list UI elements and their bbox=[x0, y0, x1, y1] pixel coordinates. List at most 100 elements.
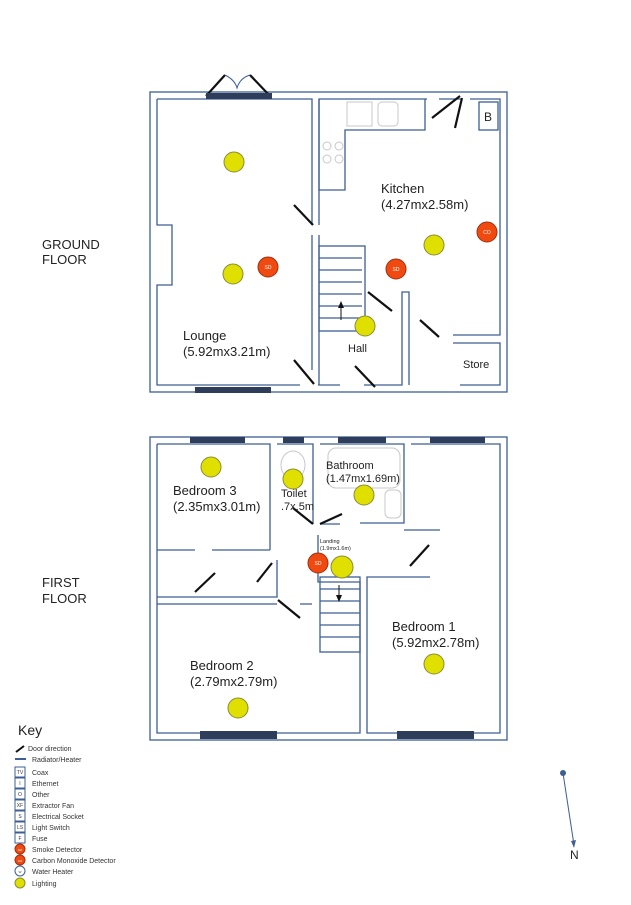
light bbox=[423, 653, 445, 675]
key-symbol: F bbox=[18, 836, 21, 842]
door-bedroom2 bbox=[277, 599, 301, 619]
light bbox=[222, 263, 244, 285]
key-item-label: Water Heater bbox=[32, 869, 74, 876]
lounge-size: (5.92mx3.21m) bbox=[183, 344, 270, 359]
key-item-label: Coax bbox=[32, 770, 49, 777]
first-stairs bbox=[319, 576, 361, 653]
key-symbol: SD bbox=[18, 848, 23, 852]
radiator bbox=[397, 731, 474, 739]
radiator bbox=[338, 437, 386, 443]
boiler-label: B bbox=[484, 110, 492, 124]
light bbox=[200, 456, 222, 478]
ground-outer-wall bbox=[149, 91, 508, 393]
light bbox=[282, 468, 304, 490]
smoke-detector bbox=[385, 258, 407, 280]
radiator bbox=[283, 437, 304, 443]
hall-name: Hall bbox=[348, 343, 367, 355]
light bbox=[330, 555, 354, 579]
light bbox=[227, 697, 249, 719]
radiator bbox=[190, 437, 245, 443]
radiator bbox=[430, 437, 485, 443]
bedroom2-name: Bedroom 2 bbox=[190, 658, 254, 673]
bathroom-name: Bathroom bbox=[326, 460, 374, 472]
back-door bbox=[431, 95, 461, 119]
bedroom3-name: Bedroom 3 bbox=[173, 483, 237, 498]
patio-door-left bbox=[205, 74, 226, 97]
smoke-detector-label: SD bbox=[265, 265, 272, 271]
key-symbol: W bbox=[19, 870, 22, 874]
first-floor-label-2: FLOOR bbox=[42, 591, 87, 606]
kitchen-counter bbox=[318, 99, 426, 191]
key-symbol: CO bbox=[18, 859, 23, 863]
ground-floor-plan: B Lounge (5.92mx3.21m) Kitchen (4.27mx2.… bbox=[149, 74, 508, 393]
key-item-label: Radiator/Heater bbox=[32, 757, 82, 764]
key-symbol: I bbox=[19, 781, 20, 787]
patio-door-right bbox=[249, 74, 271, 97]
north-label: N bbox=[570, 848, 579, 862]
co-detector-label: CO bbox=[483, 230, 491, 236]
key-item-label: Lighting bbox=[32, 881, 57, 888]
basin bbox=[384, 489, 402, 519]
bedroom1-name: Bedroom 1 bbox=[392, 619, 456, 634]
ground-floor-label-2: FLOOR bbox=[42, 252, 87, 267]
boiler-box bbox=[478, 101, 499, 131]
door-cupboard bbox=[194, 572, 216, 593]
hob bbox=[322, 141, 344, 164]
door-toilet bbox=[292, 507, 314, 525]
light bbox=[353, 484, 375, 506]
bedroom1-size: (5.92mx2.78m) bbox=[392, 635, 479, 650]
first-floor-plan: Bedroom 3 (2.35mx3.01m) Toilet .7x.5m Ba… bbox=[149, 436, 508, 741]
first-outer-wall bbox=[149, 436, 508, 741]
landing-name: Landing bbox=[320, 539, 340, 545]
sink bbox=[377, 101, 399, 127]
lounge-name: Lounge bbox=[183, 328, 226, 343]
drainer bbox=[346, 101, 373, 127]
patio-door-arc bbox=[224, 74, 251, 90]
back-door-2 bbox=[453, 97, 464, 129]
key-title: Key bbox=[18, 722, 42, 738]
light bbox=[354, 315, 376, 337]
bedroom3-size: (2.35mx3.01m) bbox=[173, 499, 260, 514]
light bbox=[223, 151, 245, 173]
first-floor-label: FIRST bbox=[42, 575, 80, 590]
door-lounge-hall bbox=[293, 359, 315, 385]
radiator-lounge-top bbox=[206, 93, 272, 99]
store-name: Store bbox=[463, 359, 489, 371]
key-item-label: Smoke Detector bbox=[32, 847, 83, 854]
key-item-label: Door direction bbox=[28, 746, 72, 753]
bedroom2-size: (2.79mx2.79m) bbox=[190, 674, 277, 689]
key-item-label: Other bbox=[32, 792, 50, 799]
key-item-label: Fuse bbox=[32, 836, 48, 843]
toilet-name: Toilet bbox=[281, 488, 307, 500]
toilet-size: .7x.5m bbox=[281, 501, 314, 513]
radiator-lounge-bottom bbox=[195, 387, 271, 393]
smoke-detector-label: SD bbox=[315, 561, 322, 567]
smoke-detector bbox=[307, 552, 329, 574]
key-symbol: S bbox=[18, 814, 22, 820]
door-kitchen-store bbox=[419, 319, 440, 338]
north-arrow: N bbox=[560, 770, 579, 862]
door-lounge-kitchen bbox=[293, 204, 314, 226]
key-item-label: Carbon Monoxide Detector bbox=[32, 858, 116, 865]
co-detector bbox=[476, 221, 498, 243]
ground-stairs bbox=[318, 245, 366, 332]
door-hall-kitchen bbox=[367, 291, 393, 312]
key-symbol: XF bbox=[17, 803, 23, 809]
landing-size: (1.9mx1.6m) bbox=[320, 546, 351, 552]
key-item-label: Extractor Fan bbox=[32, 803, 74, 810]
key-symbol: TV bbox=[17, 770, 24, 776]
key-symbol: O bbox=[18, 792, 22, 798]
key-item-label: Ethernet bbox=[32, 781, 59, 788]
key-item-label: Light Switch bbox=[32, 825, 70, 832]
front-door bbox=[354, 365, 376, 388]
door-bedroom3 bbox=[256, 562, 273, 583]
door-bedroom1 bbox=[409, 544, 430, 567]
ground-floor-label: GROUND bbox=[42, 237, 100, 252]
radiator bbox=[200, 731, 277, 739]
smoke-detector-label: SD bbox=[393, 267, 400, 273]
kitchen-size: (4.27mx2.58m) bbox=[381, 197, 468, 212]
light bbox=[423, 234, 445, 256]
key-item-label: Electrical Socket bbox=[32, 814, 84, 821]
kitchen-name: Kitchen bbox=[381, 181, 424, 196]
